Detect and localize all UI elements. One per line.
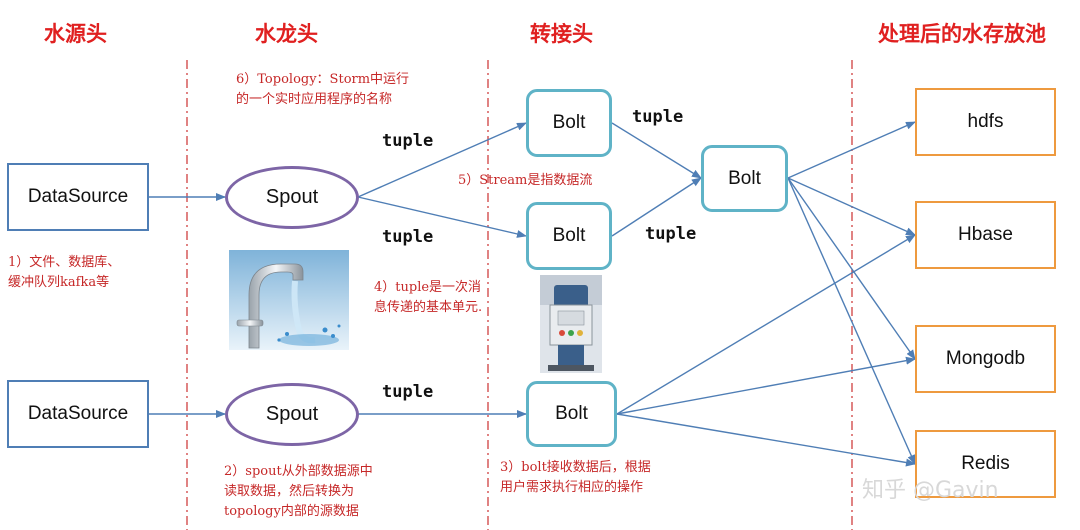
note-2-line-1: 2）spout从外部数据源中 [224, 464, 373, 479]
tuple-label-5: tuple [382, 382, 434, 402]
store-mongodb: Mongodb [915, 325, 1056, 393]
note-4-line-2: 息传递的基本单元. [374, 300, 483, 315]
bolt-node-bottom: Bolt [526, 381, 617, 447]
note-6-line-1: 6）Topology：Storm中运行 [236, 72, 410, 87]
arrow-bolt-middle-merge [611, 177, 702, 237]
arrow-bolt-bottom-redis [616, 413, 916, 467]
note-4-tuple: 4）tuple是一次消 息传递的基本单元. [374, 278, 482, 318]
arrow-bolt-bottom-hbase [616, 234, 916, 415]
note-3-bolt: 3）bolt接收数据后，根据 用户需求执行相应的操作 [500, 458, 651, 498]
tuple-label-4: tuple [645, 224, 697, 244]
bolt-node-merge: Bolt [701, 145, 788, 212]
header-storage-pool: 处理后的水存放池 [878, 22, 1046, 46]
note-6-line-2: 的一个实时应用程序的名称 [236, 92, 393, 107]
faucet-photo [229, 250, 349, 350]
arrow-merge-hdfs [787, 121, 916, 179]
note-3-line-2: 用户需求执行相应的操作 [500, 480, 644, 495]
watermark: 知乎 @Gavin [862, 478, 999, 503]
note-2-line-3: topology内部的源数据 [224, 504, 359, 519]
note-1-line-2: 缓冲队列kafka等 [8, 275, 110, 290]
store-hbase: Hbase [915, 201, 1056, 269]
datasource-node-top: DataSource [7, 163, 149, 231]
header-faucet: 水龙头 [255, 22, 318, 46]
arrow-merge-mongodb [787, 177, 916, 360]
note-6-topology: 6）Topology：Storm中运行 的一个实时应用程序的名称 [236, 70, 409, 110]
note-2-line-2: 读取数据，然后转换为 [224, 484, 355, 499]
note-1-line-1: 1）文件、数据库、 [8, 255, 121, 270]
note-2-spout: 2）spout从外部数据源中 读取数据，然后转换为 topology内部的源数据 [224, 462, 373, 522]
header-water-source: 水源头 [44, 22, 107, 46]
arrow-spout1-bolt-middle [357, 196, 527, 238]
header-adapter: 转接头 [530, 22, 593, 46]
arrow-merge-hbase [787, 177, 916, 236]
note-5-stream: 5）Stream是指数据流 [458, 173, 593, 188]
arrow-spout1-bolt-top [357, 122, 527, 198]
bolt-node-middle: Bolt [526, 202, 612, 270]
arrow-bolt-top-merge [611, 122, 702, 179]
note-1-datasource: 1）文件、数据库、 缓冲队列kafka等 [8, 253, 120, 293]
tuple-label-1: tuple [382, 131, 434, 151]
note-3-line-1: 3）bolt接收数据后，根据 [500, 460, 651, 475]
water-adapter-machine-photo [540, 275, 602, 373]
spout-node-top: Spout [225, 166, 359, 229]
datasource-node-bottom: DataSource [7, 380, 149, 448]
tuple-label-2: tuple [382, 227, 434, 247]
note-4-line-1: 4）tuple是一次消 [374, 280, 482, 295]
store-hdfs: hdfs [915, 88, 1056, 156]
arrow-merge-redis [787, 177, 916, 465]
store-redis: Redis [915, 430, 1056, 498]
spout-node-bottom: Spout [225, 383, 359, 446]
arrow-bolt-bottom-mongodb [616, 356, 916, 415]
tuple-label-3: tuple [632, 107, 684, 127]
bolt-node-top: Bolt [526, 89, 612, 157]
